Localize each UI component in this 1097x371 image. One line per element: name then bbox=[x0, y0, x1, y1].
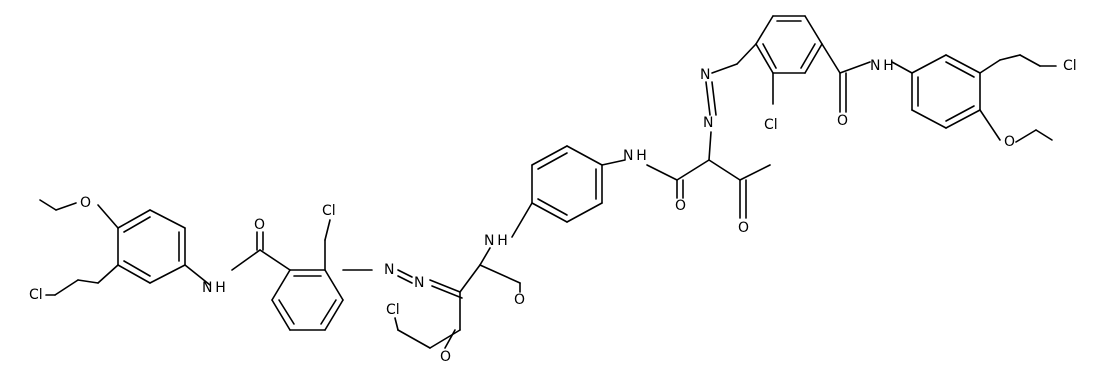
top-aryl-ring bbox=[911, 54, 981, 129]
atom-label-o-left-amide: O bbox=[254, 217, 265, 233]
atom-label-o-top-amide: O bbox=[837, 113, 848, 129]
atom-label-nh-center-left: N H bbox=[484, 233, 508, 249]
atom-label-n-top-azo-1: N bbox=[700, 67, 710, 83]
atom-label-cl-top-chain: Cl bbox=[1063, 58, 1077, 74]
atom-label-o-center-keto-top: O bbox=[738, 220, 749, 236]
atom-label-o-top-ether: O bbox=[1004, 134, 1015, 150]
atom-label-nh-left-amide: N H bbox=[202, 280, 226, 296]
atom-label-cl-left-ring: Cl bbox=[322, 203, 336, 219]
atom-label-cl-left-chain: Cl bbox=[29, 287, 43, 303]
atom-label-nh-top-amide: N H bbox=[870, 58, 894, 74]
atom-label-cl-bottom-chain: Cl bbox=[386, 302, 400, 318]
atom-label-n-top-azo-2: N bbox=[703, 115, 713, 131]
top-benzamide-ring bbox=[755, 15, 823, 74]
atom-label-n-left-azo-1: N bbox=[384, 262, 394, 278]
atom-labels: Cl N H O Cl N N O N H O O Cl O O N H Cl … bbox=[29, 58, 1077, 365]
atom-label-nh-center-top: N H bbox=[623, 148, 647, 164]
atom-label-o-center-amide-left: O bbox=[514, 292, 525, 308]
left-aryl-ring bbox=[117, 209, 186, 284]
atom-label-o-bottom-keto: O bbox=[440, 349, 451, 365]
atom-label-o-left-ether: O bbox=[80, 195, 91, 211]
atom-label-o-center-amide-top: O bbox=[675, 198, 686, 214]
bonds bbox=[39, 15, 1057, 349]
left-benzamide-ring bbox=[271, 269, 344, 331]
atom-label-n-left-azo-2: N bbox=[414, 275, 424, 291]
atom-label-cl-top-ring: Cl bbox=[764, 117, 778, 133]
central-phenylene-ring bbox=[531, 145, 603, 223]
